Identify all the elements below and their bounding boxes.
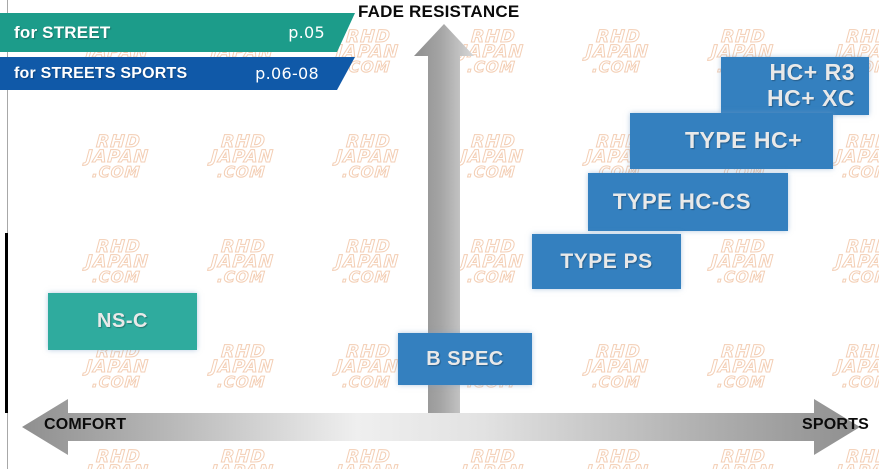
banner-page-ref: p.06-08 — [255, 64, 319, 83]
comfort-sports-arrow-icon — [16, 396, 866, 458]
product-box-ns-c[interactable]: NS-C — [48, 293, 197, 350]
product-label: HC+ R3 HC+ XC — [767, 59, 855, 111]
banner-title: for STREET — [14, 22, 111, 42]
product-label: TYPE PS — [560, 249, 653, 273]
product-label: TYPE HC-CS — [612, 188, 752, 214]
fade-resistance-arrow-icon — [413, 22, 475, 422]
product-label: TYPE HC+ — [684, 127, 803, 154]
product-label: NS-C — [97, 310, 148, 333]
banner-title: for STREETS SPORTS — [14, 64, 188, 82]
banner-page-ref: p.05 — [288, 23, 325, 42]
axis-label-fade-resistance: FADE RESISTANCE — [358, 2, 520, 21]
axis-label-comfort: COMFORT — [44, 416, 127, 433]
product-box-type-hc-cs[interactable]: TYPE HC-CS — [588, 173, 788, 231]
product-label: B SPEC — [426, 347, 504, 370]
product-box-hc-plus-r3-xc[interactable]: HC+ R3 HC+ XC — [721, 57, 869, 115]
product-box-b-spec[interactable]: B SPEC — [398, 333, 532, 385]
product-box-type-ps[interactable]: TYPE PS — [532, 234, 681, 289]
banner-for-street[interactable]: for STREET p.05 — [0, 13, 355, 52]
axis-label-sports: SPORTS — [802, 416, 869, 433]
left-black-rule — [5, 233, 8, 413]
product-box-type-hc-plus[interactable]: TYPE HC+ — [630, 113, 833, 169]
banner-for-streets-sports[interactable]: for STREETS SPORTS p.06-08 — [0, 57, 355, 90]
